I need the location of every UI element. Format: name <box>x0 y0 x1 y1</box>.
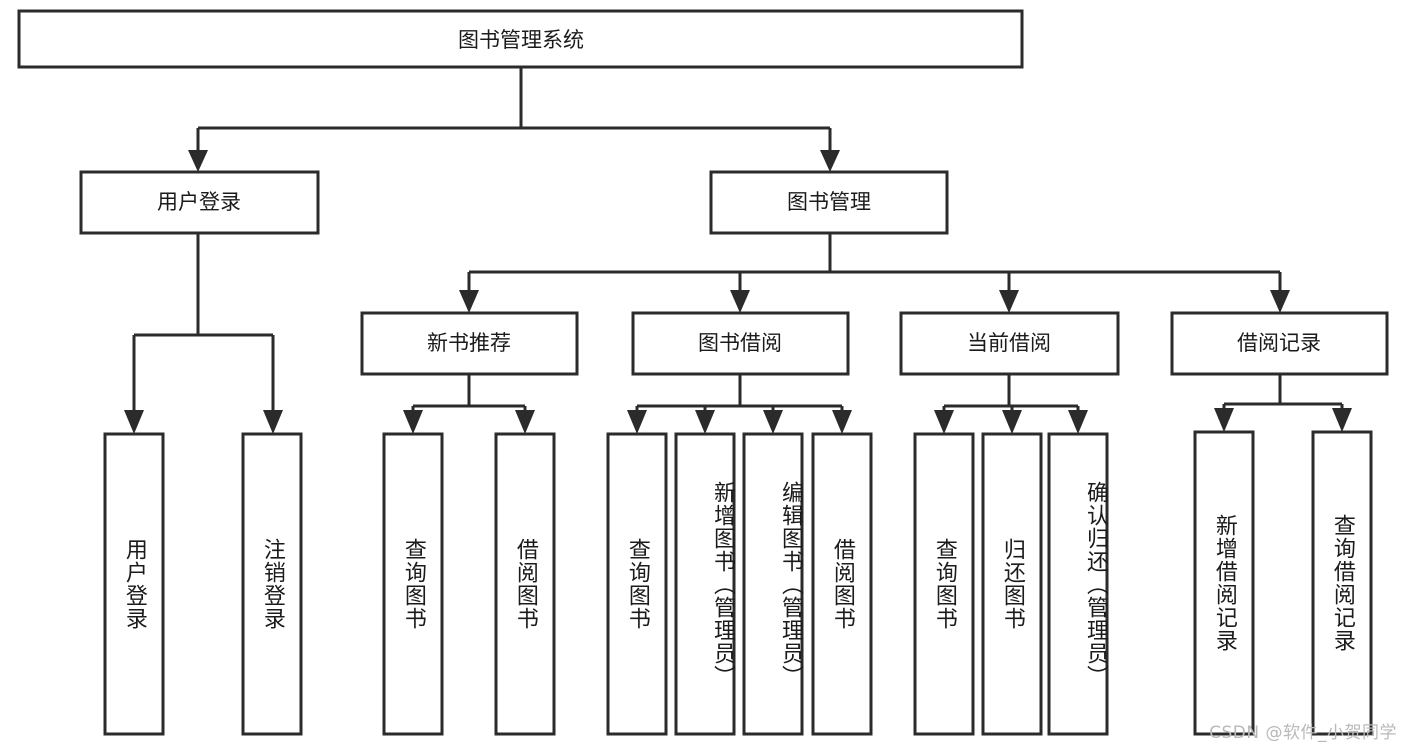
leaf-book-borrow-2[interactable] <box>742 432 804 736</box>
leaf-book-borrow-0[interactable] <box>606 432 668 736</box>
leaf-current-borrow-0[interactable] <box>913 432 975 736</box>
arrow-to-book-manage <box>820 150 840 172</box>
node-user-login[interactable] <box>79 170 320 235</box>
arrow-new-book-leaf-1 <box>515 410 535 434</box>
node-book-borrow-label: 图书借阅 <box>698 331 782 355</box>
leaf-borrow-record-0[interactable] <box>1193 430 1255 736</box>
node-book-manage[interactable] <box>709 170 949 235</box>
arrow-to-user-login <box>188 150 208 172</box>
node-current-borrow[interactable] <box>899 311 1120 376</box>
arrow-book-borrow-leaf-3 <box>832 410 852 434</box>
arrow-borrow-record-leaf-1 <box>1332 408 1352 432</box>
leaf-book-borrow-1[interactable] <box>674 432 736 736</box>
leaf-user-login-0[interactable] <box>103 432 165 736</box>
leaf-book-borrow-3[interactable] <box>811 432 873 736</box>
node-book-manage-label: 图书管理 <box>787 190 871 214</box>
nodes: 图书管理系统 用户登录 图书管理 新书推荐 图书借阅 当前借阅 借阅记录 <box>17 9 1389 736</box>
leaf-current-borrow-1[interactable] <box>981 432 1043 736</box>
arrow-book-borrow-leaf-1 <box>695 410 715 434</box>
arrow-book-borrow-leaf-2 <box>763 410 783 434</box>
arrow-current-borrow-leaf-2 <box>1068 410 1088 434</box>
arrow-to-borrow-record <box>1270 290 1290 313</box>
node-borrow-record[interactable] <box>1170 311 1389 376</box>
csdn-watermark: CSDN @软件_小贺同学 <box>1209 723 1397 743</box>
node-new-book-recommend[interactable] <box>360 311 579 376</box>
leaf-current-borrow-2[interactable] <box>1047 432 1109 736</box>
node-current-borrow-label: 当前借阅 <box>967 331 1051 355</box>
node-user-login-label: 用户登录 <box>157 190 241 214</box>
arrow-book-borrow-leaf-0 <box>627 410 647 434</box>
leaf-new-book-0[interactable] <box>382 432 444 736</box>
arrow-new-book-leaf-0 <box>403 410 423 434</box>
node-root[interactable] <box>17 9 1024 69</box>
node-book-borrow[interactable] <box>631 311 850 376</box>
arrow-user-login-leaf-1 <box>263 410 283 434</box>
node-borrow-record-label: 借阅记录 <box>1237 331 1321 355</box>
leaf-user-login-1[interactable] <box>241 432 303 736</box>
arrow-to-current-borrow <box>999 290 1019 313</box>
arrow-to-book-borrow <box>730 290 750 313</box>
leaf-new-book-1[interactable] <box>494 432 556 736</box>
leaf-borrow-record-1[interactable] <box>1311 430 1373 736</box>
arrow-current-borrow-leaf-0 <box>934 410 954 434</box>
arrow-user-login-leaf-0 <box>124 410 144 434</box>
connectors <box>124 67 1352 434</box>
node-root-label: 图书管理系统 <box>458 28 584 52</box>
arrow-borrow-record-leaf-0 <box>1214 408 1234 432</box>
node-new-book-recommend-label: 新书推荐 <box>427 331 511 355</box>
arrow-current-borrow-leaf-1 <box>1002 410 1022 434</box>
arrow-to-new-book <box>459 290 479 313</box>
